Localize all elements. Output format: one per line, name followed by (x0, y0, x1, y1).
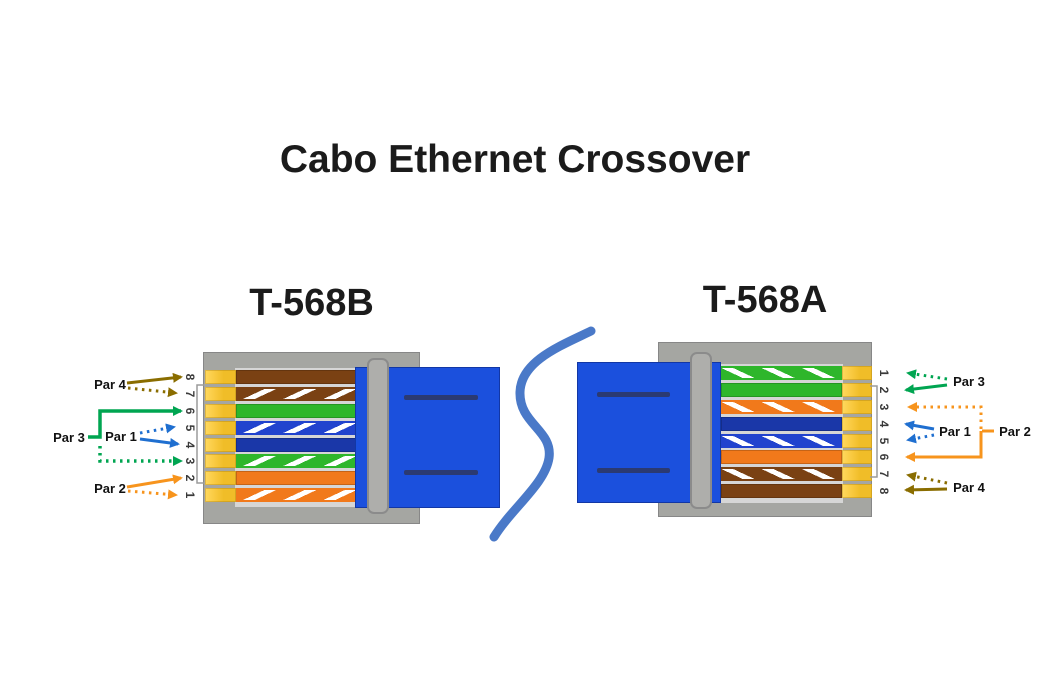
patch-cable-curve (489, 326, 596, 542)
par2-dotted-arrow-left (127, 489, 178, 500)
pair-label-par3-left: Par 3 (53, 430, 85, 445)
wire-band-pin4 (721, 416, 842, 431)
wire-band-pin8 (236, 370, 357, 384)
wire-band-pin6 (721, 450, 842, 465)
wire-band-pin2 (236, 471, 357, 486)
par4-solid-arrow-right (904, 484, 948, 495)
par3-solid-arrow-left (88, 406, 183, 439)
par3-dotted-arrow-left (98, 446, 183, 466)
par3-solid-arrow-right (904, 383, 948, 394)
pair-label-par2-left: Par 2 (94, 481, 126, 496)
par2-dotted-arrow-right (907, 402, 983, 429)
contact-pad (842, 467, 872, 482)
pair-label-par4-right: Par 4 (953, 480, 985, 495)
par4-dotted-arrow-right (906, 471, 948, 485)
wire-band-pin8 (721, 484, 842, 499)
wire-band-pin1 (721, 366, 842, 380)
contact-pad (205, 437, 236, 452)
contact-pad (205, 386, 236, 401)
contact-pad (205, 420, 236, 435)
wire-band-pin3 (721, 399, 842, 414)
contact-pad (205, 488, 236, 503)
pin-bracket-right (870, 385, 878, 478)
standard-label-t568a: T-568A (702, 279, 828, 321)
wire-band-pin1 (236, 488, 357, 503)
cable-jacket-line (597, 468, 670, 473)
wire-band-pin5 (721, 433, 842, 448)
par2-solid-arrow-left (126, 474, 183, 489)
par4-solid-arrow-left (126, 372, 183, 385)
standard-label-t568b: T-568B (249, 282, 374, 324)
par4-dotted-arrow-left (127, 386, 178, 398)
strain-relief-bar (367, 358, 389, 514)
par1-dotted-arrow-left (139, 423, 176, 435)
contact-pad (205, 454, 236, 469)
contact-pad (842, 484, 872, 499)
cable-jacket-line (404, 470, 478, 475)
pair-label-par4-left: Par 4 (94, 377, 126, 392)
contact-pad (205, 471, 236, 486)
par3-dotted-arrow-right (906, 369, 948, 381)
contact-pad (842, 450, 872, 465)
wire-band-pin7 (236, 386, 357, 401)
cable-jacket-line (597, 392, 670, 397)
contact-pad (205, 403, 236, 418)
contact-pad (842, 433, 872, 448)
pair-label-par1-left: Par 1 (105, 429, 137, 444)
contact-pad (842, 416, 872, 431)
par1-solid-arrow-right (904, 420, 935, 431)
wire-band-pin6 (236, 403, 357, 418)
pair-label-par1-right: Par 1 (939, 424, 971, 439)
strain-relief-bar (690, 352, 712, 509)
wire-band-pin3 (236, 454, 357, 469)
wire-band-pin2 (721, 382, 842, 397)
pair-label-par3-right: Par 3 (953, 374, 985, 389)
wire-band-pin5 (236, 420, 357, 435)
wire-band-pin7 (721, 467, 842, 482)
contact-pad (842, 366, 872, 380)
contact-pad (842, 382, 872, 397)
contact-pad (842, 399, 872, 414)
par1-dotted-arrow-right (906, 433, 935, 444)
par2-solid-arrow-right (905, 431, 983, 462)
wire-band-pin4 (236, 437, 357, 452)
par1-solid-arrow-left (139, 437, 180, 448)
pin-bracket-left (196, 384, 204, 484)
diagram-title: Cabo Ethernet Crossover (279, 138, 751, 181)
contact-pad (205, 370, 236, 384)
pair-label-par2-right: Par 2 (999, 424, 1031, 439)
cable-jacket-line (404, 395, 478, 400)
